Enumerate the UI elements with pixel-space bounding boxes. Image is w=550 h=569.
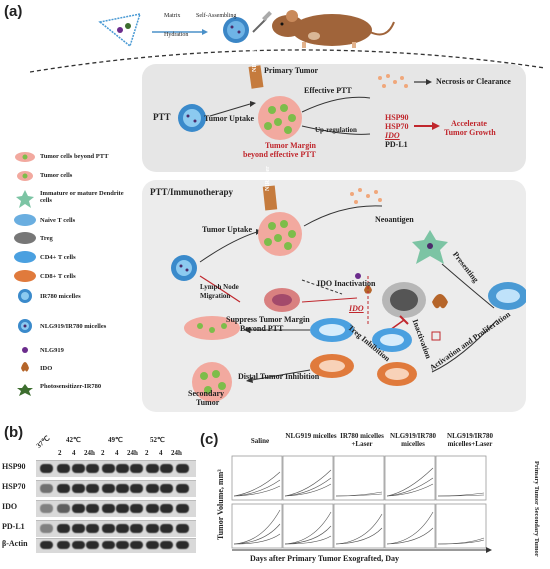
time-label: 24h [127, 449, 138, 457]
accelerate-label: Accelerate [451, 119, 487, 128]
time-label: 4 [72, 449, 76, 457]
legend-item: NLG919/IR780 micelles [40, 323, 107, 330]
col-title-nlg919: NLG919 micelles [285, 432, 337, 440]
wb-row-actin [36, 538, 196, 553]
legend-item: CD8+ T cells [40, 273, 76, 280]
wb-row-pdl1 [36, 520, 196, 537]
temp-52: 52℃ [150, 436, 165, 444]
legend-item: Photosensitizer-IR780 [40, 383, 102, 390]
hsp70-label: HSP70 [385, 122, 409, 131]
x-axis-label: Days after Primary Tumor Exografted, Day [250, 554, 400, 563]
hydration-label: Hydration [164, 32, 189, 38]
legend-icons [14, 152, 36, 396]
col-title-saline: Saline [250, 437, 270, 445]
ido-inactivation-label: IDO Inactivation [317, 279, 376, 288]
legend-item: NLG919 [40, 347, 64, 354]
self-assembling-label: Self-Assembling [196, 13, 237, 19]
legend-item: Tumor cells beyond PTT [40, 153, 109, 160]
effective-ptt-label: Effective PTT [304, 86, 352, 95]
micelle-assembly-schematic [98, 11, 272, 48]
legend-item: Immature or mature Dendrite cells [40, 190, 124, 204]
tumor-growth-curves-grid [231, 455, 492, 553]
secondary-tumor-label: Tumor [196, 398, 220, 407]
ptt-title: PTT [153, 112, 171, 122]
suppress-margin-label: Suppress Tumor Margin [226, 315, 310, 324]
wb-label-actin: β-Actin [2, 539, 28, 548]
immuno-tumor-uptake-label: Tumor Uptake [202, 225, 253, 234]
legend-item: Tumor cells [40, 172, 73, 179]
immunotherapy-title: PTT/Immunotherapy [150, 187, 234, 197]
wb-row-hsp70 [36, 480, 196, 497]
panel-b-letter: (b) [4, 424, 24, 441]
immuno-ido-label: IDO [349, 304, 364, 313]
up-regulation-label: Up-regulation [315, 126, 357, 134]
time-label: 4 [115, 449, 119, 457]
y-axis-label: Tumor Volume, mm³ [216, 469, 225, 540]
matrix-label: Matrix [164, 13, 181, 19]
tumor-growth-label: Tumor Growth [444, 128, 496, 137]
tumor-margin-label: Tumor Margin [265, 141, 316, 150]
panel-c-letter: (c) [200, 431, 219, 448]
mouse-illustration [272, 10, 395, 48]
legend-item: IR780 micelles [40, 293, 81, 300]
time-label: 2 [101, 449, 105, 457]
wb-label-pdl1: PD-L1 [2, 522, 25, 531]
divider-curve [30, 49, 546, 73]
ptt-ido-label: IDO [385, 131, 400, 140]
lymph-node-migration-label: Lymph Node Migration [200, 283, 239, 300]
secondary-label: Secondary [188, 389, 224, 398]
immunotherapy-diagram [171, 185, 526, 402]
legend-item: Naive T cells [40, 217, 76, 224]
col-title-ir780-laser: IR780 micelles +Laser [340, 432, 384, 448]
necrosis-label: Necrosis or Clearance [436, 77, 511, 86]
legend-item: Treg [40, 235, 53, 242]
ptt-nir-laser-label: NIR laser [252, 47, 258, 72]
temp-49: 49℃ [108, 436, 123, 444]
time-label: 2 [58, 449, 62, 457]
time-label: 4 [159, 449, 163, 457]
panel-a-letter: (a) [4, 3, 23, 20]
beyond-effective-label: beyond effective PTT [243, 150, 316, 159]
wb-row-ido [36, 500, 196, 517]
time-label: 2 [145, 449, 149, 457]
wb-label-hsp70: HSP70 [2, 482, 26, 491]
legend-item: CD4+ T cells [40, 254, 76, 261]
wb-label-ido: IDO [2, 502, 18, 511]
ptt-tumor-uptake-label: Tumor Uptake [204, 114, 255, 123]
col-title-nlg919-ir780-laser: NLG919/IR780 micelles+Laser [447, 432, 493, 448]
distal-label: Distal Tumor Inhibition [238, 372, 320, 381]
legend-item: IDO [40, 365, 53, 372]
temp-42: 42℃ [66, 436, 81, 444]
wb-row-hsp90 [36, 460, 196, 477]
beyond-ptt-label: Beyond PTT [240, 324, 284, 333]
temp-37: 37℃ [34, 434, 52, 450]
time-label: 24h [171, 449, 182, 457]
neoantigen-label: Neoantigen [375, 215, 414, 224]
immuno-nir-laser-label: NIR laser [265, 166, 271, 191]
primary-tumor-label: Primary Tumor [264, 66, 318, 75]
col-title-nlg919-ir780: NLG919/IR780 micelles [390, 432, 436, 448]
ptt-diagram [178, 65, 440, 140]
time-label: 24h [84, 449, 95, 457]
wb-label-hsp90: HSP90 [2, 462, 26, 471]
pdl1-label: PD-L1 [385, 140, 408, 149]
hsp90-label: HSP90 [385, 113, 409, 122]
